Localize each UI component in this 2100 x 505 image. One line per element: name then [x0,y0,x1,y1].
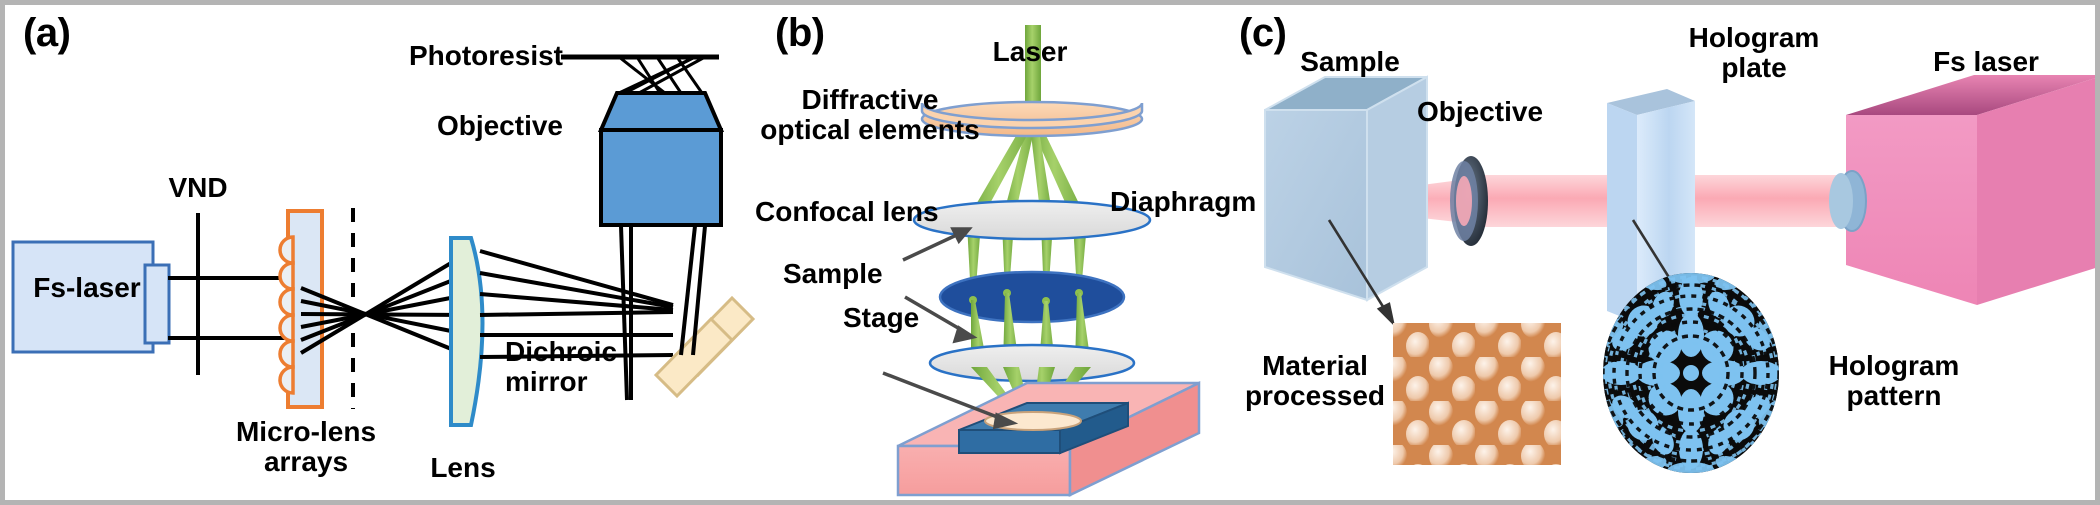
diffractive-optical-element [920,100,1144,138]
panel-b-tag: (b) [775,11,825,55]
panel-c: (c) [1239,5,2095,500]
panel-b: (b) [755,5,1256,500]
sample-label-b: Sample [783,258,883,289]
laser-label-b: Laser [992,36,1068,67]
panel-a-tag: (a) [23,11,71,55]
panel-b-graphics [882,25,1201,497]
ray-bundle-crossing [299,249,473,359]
converging-lens [449,236,485,427]
hologram-plate-label: Hologram plate [1688,22,1820,84]
diaphragm-label: Diaphragm [1110,186,1257,217]
microlens-arrays-label: Micro-lens arrays [235,416,377,478]
lens-label-a: Lens [430,452,496,483]
dichroic-mirror-label: Dichroic mirror [505,336,618,398]
confocal-lens-upper [912,199,1152,241]
confocal-lens-label: Confocal lens [755,196,939,227]
confocal-lens-lower [928,343,1136,383]
panel-c-tag: (c) [1239,11,1287,55]
fs-laser-box [1846,75,2095,305]
photoresist-beam-crossings [618,55,706,95]
photoresist-label: Photoresist [408,40,563,71]
beams-doe-to-lens1 [967,117,1087,220]
fs-laser-label-c: Fs laser [1933,46,2039,77]
vnd-label: VND [168,172,228,203]
stage-label: Stage [843,302,920,333]
sample-label-c: Sample [1300,46,1400,77]
leader-arrows-b [882,227,1019,430]
material-processed-label: Material processed [1244,350,1386,412]
material-processed-texture [1393,323,1561,465]
objective-output-beam [619,225,707,401]
objective-label-c: Objective [1416,96,1544,127]
hologram-pattern-disc [1603,273,1779,473]
sample-cube [1264,75,1428,302]
microlens-lenslets [278,235,295,395]
panel-a: (a) [5,5,765,500]
beam-laser-to-plate [1677,175,1857,227]
hologram-plate [1607,89,1695,323]
laser-beam-input [1025,25,1041,117]
objective [597,91,725,227]
panel-a-graphics [11,54,756,427]
fs-laser-label-a: Fs-laser [33,272,141,303]
hologram-pattern-label: Hologram pattern [1828,350,1960,412]
fs-laser-output-lens [1829,170,1867,232]
leader-arrow-sample [1327,219,1396,328]
objective-label-a: Objective [436,110,563,141]
fs-laser-body [11,240,155,354]
fs-laser-aperture [143,263,171,345]
objective-lens-c [1450,156,1488,246]
doe-label: Diffractive optical elements [760,84,980,146]
ray-bundle-to-mirror [479,249,674,359]
panel-c-graphics [1264,75,2095,473]
